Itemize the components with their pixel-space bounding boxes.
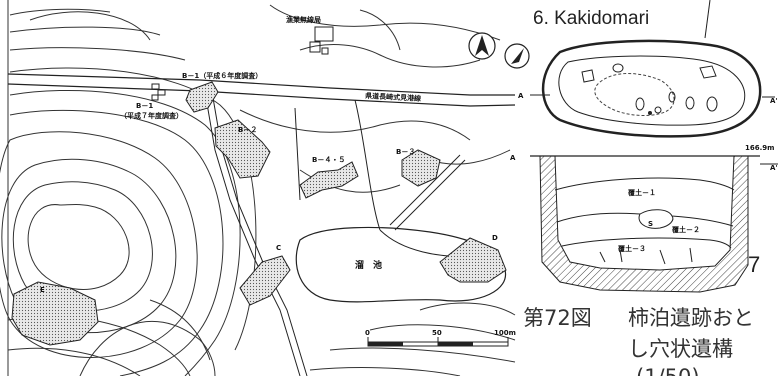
elevation-label: 166.9m (745, 144, 774, 152)
radio-station-label: 漁業無線局 (286, 15, 321, 24)
layer-2-label: 覆土－２ (672, 225, 700, 234)
site-b3-label: B－３ (396, 147, 415, 156)
caption-fig-label: 第72図 (523, 306, 592, 330)
north-arrow-icon (468, 32, 530, 69)
site-c-label: C (276, 244, 281, 252)
site-b2-area (214, 119, 271, 179)
site-b1-h7-sublabel: （平成７年度調査） (120, 111, 183, 120)
marker-a-right-bottom: A' (770, 164, 778, 172)
marker-a-left-bottom: A (510, 154, 516, 162)
figure-caption: 第72図 柿泊遺跡おと し穴状遺構 (1/50) (523, 306, 754, 376)
scale-zero: 0 (365, 329, 370, 337)
scale-bar (367, 337, 509, 347)
scale-end: 100m (494, 329, 516, 337)
site-b1-h6-label: B－1（平成６年度調査） (182, 71, 262, 80)
site-b45-area (299, 161, 359, 199)
caption-line-3: (1/50) (636, 365, 700, 376)
layer-1-label: 覆土－１ (628, 188, 656, 197)
marker-a-left-top: A (518, 92, 524, 100)
prefectural-road (7, 73, 516, 107)
site-e-label: E (40, 286, 45, 294)
site-e-area (11, 281, 99, 346)
site-b2-label: B－２ (238, 125, 257, 134)
figure-number: 7 (748, 252, 760, 277)
layer-s-label: S (648, 220, 653, 228)
site-map: 漁業無線局 県道長崎式見港線 B－1（平成６年度調査） B－1 （平成７年度調査… (0, 0, 530, 376)
contour-lines (0, 8, 257, 376)
site-b1-h7-area (151, 83, 166, 101)
section-view (530, 155, 778, 293)
radio-station-building (309, 26, 334, 55)
site-c-area (239, 255, 291, 306)
contour-top (29, 11, 151, 41)
site-b45-label: B－４・５ (312, 155, 345, 164)
caption-line-2: し穴状遺構 (628, 337, 733, 361)
site-b3-area (401, 149, 441, 187)
contour-lower-right (309, 302, 516, 376)
pond-label: 溜 池 (355, 259, 382, 271)
scale-mid: 50 (432, 329, 442, 337)
road-label: 県道長崎式見港線 (365, 91, 421, 103)
site-b1-h7-label: B－1 (136, 102, 153, 110)
site-b1-h6-area (185, 81, 219, 113)
pond-outline (295, 226, 507, 303)
layer-3-label: 覆土－３ (618, 244, 646, 253)
contour-upper-right (239, 4, 511, 193)
pit-detail: 6. Kakidomari A A' (510, 0, 778, 293)
marker-a-right-top: A' (770, 97, 778, 105)
plan-view (530, 39, 775, 138)
detail-title: 6. Kakidomari (533, 8, 649, 29)
title-leader-line (704, 0, 711, 39)
site-d-area (439, 237, 507, 283)
caption-line-1: 柿泊遺跡おと (628, 306, 754, 330)
site-d-label: D (492, 234, 498, 242)
